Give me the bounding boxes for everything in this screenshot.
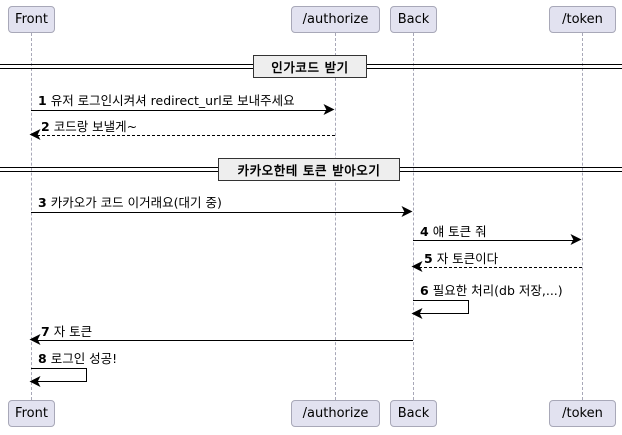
- message-6-number: 6: [420, 283, 429, 298]
- message-8-arrowhead-left: [29, 376, 41, 387]
- message-8-label: 8 로그인 성공!: [38, 351, 118, 366]
- message-6-label: 6 필요한 처리(db 저장,...): [420, 283, 563, 298]
- message-1-label: 1 유저 로그인시켜셔 redirect_url로 보내주세요: [38, 93, 295, 108]
- lifeline-token: [582, 33, 583, 400]
- message-7-text: 자 토큰: [53, 324, 93, 339]
- message-5-text: 자 토큰이다: [436, 251, 499, 266]
- participant-label: /authorize: [302, 406, 369, 421]
- message-4-number: 4: [420, 224, 429, 239]
- participant-authorize-top[interactable]: /authorize: [291, 6, 380, 33]
- message-8-text: 로그인 성공!: [50, 351, 118, 366]
- message-6-arrowhead-left: [411, 308, 423, 319]
- message-3-text: 카카오가 코드 이거래요(대기 중): [50, 195, 222, 210]
- message-8-number: 8: [38, 351, 47, 366]
- participant-token-top[interactable]: /token: [549, 6, 616, 33]
- divider-text: 인가코드 받기: [271, 60, 349, 75]
- divider-text: 카카오한테 토큰 받아오기: [237, 163, 381, 178]
- message-5-number: 5: [424, 251, 433, 266]
- message-7-number: 7: [41, 324, 50, 339]
- message-3-line: [31, 212, 407, 213]
- participant-front-bottom[interactable]: Front: [8, 400, 55, 427]
- message-2-number: 2: [41, 119, 50, 134]
- message-6-text: 필요한 처리(db 저장,...): [432, 283, 563, 298]
- participant-label: Front: [15, 406, 48, 421]
- message-5-line: [419, 267, 582, 268]
- message-4-label: 4 얘 토큰 줘: [420, 224, 487, 239]
- message-5-arrowhead-left: [411, 261, 423, 272]
- participant-label: Front: [15, 12, 48, 27]
- participant-label: /token: [562, 406, 603, 421]
- message-7-label: 7 자 토큰: [41, 324, 93, 339]
- message-1-text: 유저 로그인시켜셔 redirect_url로 보내주세요: [50, 93, 295, 108]
- participant-token-bottom[interactable]: /token: [549, 400, 616, 427]
- divider-label-authorization-code: 인가코드 받기: [253, 55, 367, 78]
- message-5-label: 5 자 토큰이다: [424, 251, 499, 266]
- participant-label: Back: [397, 406, 430, 421]
- message-7-line: [37, 340, 413, 341]
- message-7-arrowhead-left: [29, 334, 41, 345]
- participant-authorize-bottom[interactable]: /authorize: [291, 400, 380, 427]
- divider-label-get-token: 카카오한테 토큰 받아오기: [218, 158, 400, 181]
- message-1-number: 1: [38, 93, 47, 108]
- message-2-arrowhead-left: [29, 129, 41, 140]
- message-6-self-loop: [413, 300, 469, 314]
- lifeline-back: [413, 33, 414, 400]
- lifeline-authorize: [335, 33, 336, 400]
- message-2-line: [37, 135, 335, 136]
- participant-label: /authorize: [302, 12, 369, 27]
- participant-back-bottom[interactable]: Back: [390, 400, 437, 427]
- message-1-arrowhead-right: [323, 104, 335, 115]
- participant-label: /token: [562, 12, 603, 27]
- message-4-line: [413, 240, 576, 241]
- message-2-label: 2 코드랑 보낼게~: [41, 119, 138, 134]
- message-8-self-loop: [31, 368, 87, 382]
- participant-back-top[interactable]: Back: [390, 6, 437, 33]
- participant-front-top[interactable]: Front: [8, 6, 55, 33]
- participant-label: Back: [397, 12, 430, 27]
- message-3-label: 3 카카오가 코드 이거래요(대기 중): [38, 195, 222, 210]
- message-4-text: 얘 토큰 줘: [432, 224, 487, 239]
- message-3-arrowhead-right: [401, 206, 413, 217]
- message-3-number: 3: [38, 195, 47, 210]
- message-1-line: [31, 110, 329, 111]
- message-4-arrowhead-right: [570, 234, 582, 245]
- lifeline-front: [31, 33, 32, 400]
- message-2-text: 코드랑 보낼게~: [53, 119, 138, 134]
